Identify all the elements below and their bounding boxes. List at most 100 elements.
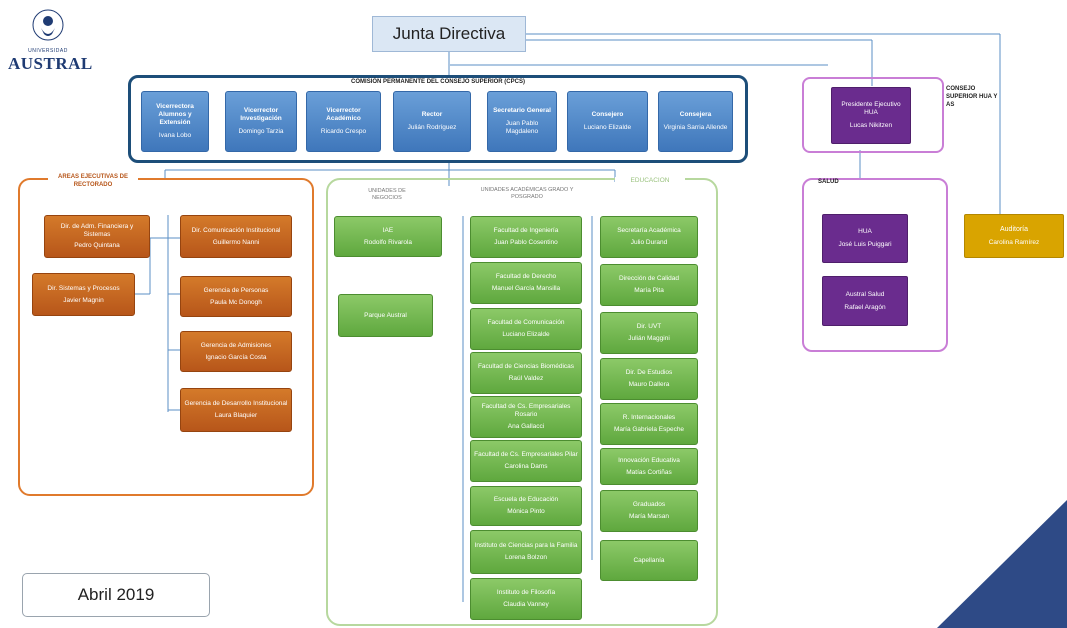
consejo-label: CONSEJO SUPERIOR HUA Y AS <box>946 86 998 108</box>
member-title: Rector <box>421 111 443 119</box>
box-title: Innovación Educativa <box>618 456 680 464</box>
salud-label: SALUD <box>818 179 839 185</box>
box-title: Capellanía <box>633 556 665 564</box>
auditoria-box[interactable]: Auditoría Carolina Ramírez <box>964 214 1064 258</box>
box-name: Ana Gallacci <box>507 422 545 430</box>
austral-logo: UNIVERSIDAD AUSTRAL <box>8 8 93 80</box>
member-title: Vicerrector Académico <box>326 107 361 123</box>
junta-directiva-box[interactable]: Junta Directiva <box>372 16 526 52</box>
box-title: Auditoría <box>999 225 1029 233</box>
member-name: Domingo Tarzia <box>238 127 284 135</box>
box-name: Juan Pablo Cosentino <box>494 239 558 246</box>
academicas-label: UNIDADES ACADÉMICAS GRADO Y POSGRADO <box>480 187 574 201</box>
academica-box[interactable]: Escuela de Educación Mónica Pinto <box>470 486 582 526</box>
soporte-box[interactable]: Capellanía <box>600 540 698 581</box>
box-title: Facultad de Comunicación <box>487 319 565 327</box>
soporte-box[interactable]: Dir. UVT Julián Maggini <box>600 312 698 354</box>
box-name: Manuel García Mansilla <box>491 285 561 292</box>
educacion-label: EDUCACION <box>615 177 685 186</box>
box-name: Paula Mc Donogh <box>210 298 262 306</box>
member-name: Juan Pablo Magdaleno <box>505 120 539 135</box>
negocios-label: UNIDADES DE NEGOCIOS <box>368 188 406 202</box>
box-name: Lorena Bolzon <box>505 554 547 561</box>
box-title: Presidente Ejecutivo HUA <box>841 101 901 117</box>
member-name: Luciano Elizalde <box>583 124 632 131</box>
member-title: Vicerrectora Alumnos y Extensión <box>156 103 194 126</box>
box-title: Dir. de Adm. Financiera y Sistemas <box>60 222 134 238</box>
box-name: Laura Blaquier <box>214 412 258 419</box>
box-name: Ignacio García Costa <box>205 353 267 361</box>
academica-box[interactable]: Facultad de Comunicación Luciano Elizald… <box>470 308 582 350</box>
cpcs-member[interactable]: Secretario General Juan Pablo Magdaleno <box>487 91 557 152</box>
soporte-box[interactable]: Dirección de Calidad María Pita <box>600 264 698 306</box>
box-name: Rodolfo Rivarola <box>363 238 413 246</box>
academica-box[interactable]: Instituto de Ciencias para la Familia Lo… <box>470 530 582 574</box>
box-title: Dir. Sistemas y Procesos <box>47 284 120 292</box>
cpcs-member[interactable]: Vicerrector Académico Ricardo Crespo <box>306 91 381 152</box>
box-title: Gerencia de Admisiones <box>200 341 272 349</box>
box-name: Mauro Dallera <box>628 381 670 388</box>
logo-name: AUSTRAL <box>8 54 93 73</box>
member-name: Ricardo Crespo <box>320 127 367 135</box>
member-name: Julián Rodríguez <box>407 124 457 131</box>
box-name: Pedro Quintana <box>74 242 120 250</box>
box-name: Claudia Vanney <box>503 601 549 608</box>
academica-box[interactable]: Facultad de Derecho Manuel García Mansil… <box>470 262 582 304</box>
area-box[interactable]: Dir. de Adm. Financiera y Sistemas Pedro… <box>44 215 150 258</box>
box-title: Secretaría Académica <box>617 227 681 235</box>
soporte-box[interactable]: Innovación Educativa Matías Cortiñas <box>600 448 698 485</box>
area-box[interactable]: Gerencia de Desarrollo Institucional Lau… <box>180 388 292 432</box>
box-title: IAE <box>382 226 394 234</box>
member-name: Ivana Lobo <box>158 131 192 139</box>
cpcs-member[interactable]: Consejera Virginia Sarria Allende <box>658 91 733 152</box>
box-title: Dir. Comunicación Institucional <box>191 226 281 234</box>
box-name: Rafael Aragón <box>844 303 886 311</box>
member-name: Virginia Sarria Allende <box>663 124 728 131</box>
presidente-box[interactable]: Presidente Ejecutivo HUA Lucas Nikitzen <box>831 87 911 144</box>
box-title: Dirección de Calidad <box>619 275 679 283</box>
member-title: Consejera <box>679 111 712 119</box>
soporte-box[interactable]: Secretaría Académica Julio Durand <box>600 216 698 258</box>
cpcs-member[interactable]: Vicerrectora Alumnos y Extensión Ivana L… <box>141 91 209 152</box>
box-title: Instituto de Filosofía <box>496 589 556 597</box>
soporte-box[interactable]: R. Internacionales María Gabriela Espech… <box>600 403 698 445</box>
austral-salud-box[interactable]: Austral Salud Rafael Aragón <box>822 276 908 326</box>
cpcs-member[interactable]: Rector Julián Rodríguez <box>393 91 471 152</box>
negocio-box[interactable]: Parque Austral <box>338 294 433 337</box>
box-title: Austral Salud <box>845 290 885 298</box>
area-box[interactable]: Dir. Sistemas y Procesos Javier Magnin <box>32 273 135 316</box>
box-name: Raúl Valdez <box>508 375 544 382</box>
cpcs-member[interactable]: Vicerrector Investigación Domingo Tarzia <box>225 91 297 152</box>
box-title: R. Internacionales <box>622 414 676 422</box>
box-title: Facultad de Ingeniería <box>493 227 559 235</box>
academica-box[interactable]: Facultad de Ciencias Biomédicas Raúl Val… <box>470 352 582 394</box>
negocio-box[interactable]: IAE Rodolfo Rivarola <box>334 216 442 257</box>
areas-ejecutivas-label: AREAS EJECUTIVAS DE RECTORADO <box>48 174 138 190</box>
area-box[interactable]: Gerencia de Admisiones Ignacio García Co… <box>180 331 292 372</box>
box-title: Parque Austral <box>364 311 407 319</box>
box-name: Carolina Dams <box>504 463 548 470</box>
hua-box[interactable]: HUA José Luis Puiggari <box>822 214 908 263</box>
box-title: Facultad de Cs. Empresariales Rosario <box>481 403 571 419</box>
salud-frame <box>802 178 948 352</box>
box-name: Mónica Pinto <box>507 508 545 515</box>
consejo-frame <box>802 77 944 153</box>
cpcs-member[interactable]: Consejero Luciano Elizalde <box>567 91 648 152</box>
box-name: Julio Durand <box>630 239 668 246</box>
area-box[interactable]: Gerencia de Personas Paula Mc Donogh <box>180 276 292 317</box>
soporte-box[interactable]: Graduados María Marsan <box>600 490 698 532</box>
box-title: Instituto de Ciencias para la Familia <box>474 542 578 550</box>
academica-box[interactable]: Instituto de Filosofía Claudia Vanney <box>470 578 582 620</box>
academica-box[interactable]: Facultad de Cs. Empresariales Pilar Caro… <box>470 440 582 482</box>
box-name: Carolina Ramírez <box>988 239 1040 247</box>
box-title: Graduados <box>632 501 666 509</box>
academica-box[interactable]: Facultad de Cs. Empresariales Rosario An… <box>470 396 582 438</box>
box-name: Matías Cortiñas <box>626 468 672 476</box>
soporte-box[interactable]: Dir. De Estudios Mauro Dallera <box>600 358 698 400</box>
member-title: Secretario General <box>493 107 551 115</box>
member-title: Vicerrector Investigación <box>240 107 282 123</box>
academica-box[interactable]: Facultad de Ingeniería Juan Pablo Cosent… <box>470 216 582 258</box>
area-box[interactable]: Dir. Comunicación Institucional Guillerm… <box>180 215 292 258</box>
areas-ejecutivas-frame <box>18 178 314 496</box>
